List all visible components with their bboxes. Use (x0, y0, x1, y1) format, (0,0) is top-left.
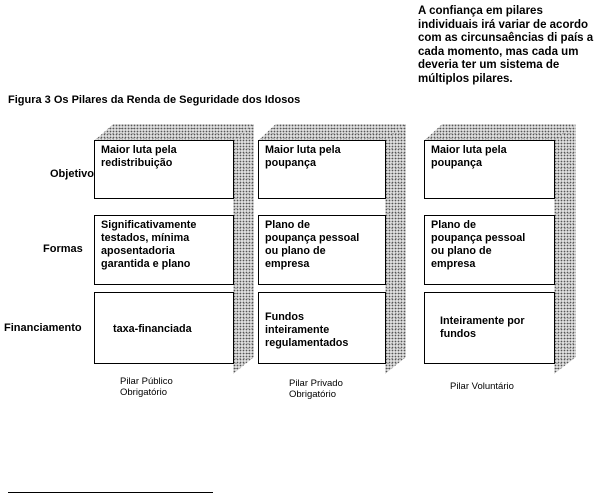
pillar-top-face (258, 124, 406, 141)
figure-title: Figura 3 Os Pilares da Renda de Segurida… (8, 94, 301, 106)
cell-financiamento: taxa-financiada (94, 292, 234, 364)
cell-forma: Plano de poupança pessoal ou plano de em… (258, 215, 386, 285)
pillar-name: Pilar Voluntário (450, 381, 514, 392)
pillar-name: Pilar Privado Obrigatório (289, 378, 343, 400)
pillar-name: Pilar Público Obrigatório (120, 376, 173, 398)
cell-objetivo: Maior luta pela poupança (424, 140, 555, 199)
cell-forma: Plano de poupança pessoal ou plano de em… (424, 215, 555, 285)
row-label-formas: Formas (43, 243, 83, 255)
pillar-top-face (424, 124, 576, 141)
cell-objetivo: Maior luta pela poupança (258, 140, 386, 199)
cell-financiamento: Fundos inteiramente regulamentados (258, 292, 386, 364)
row-label-financiamento: Financiamento (4, 322, 82, 334)
pillar-side-face (385, 124, 406, 374)
cell-financiamento: Inteiramente por fundos (424, 292, 555, 364)
pillar-side-face (554, 124, 576, 374)
pillar-top-face (94, 124, 254, 141)
cell-objetivo: Maior luta pela redistribuição (94, 140, 234, 199)
row-label-objetivos: Objetivos (50, 168, 101, 180)
cell-forma: Significativamente testados, mínima apos… (94, 215, 234, 285)
side-note: A confiança em pilares individuais irá v… (418, 5, 594, 85)
pillar-side-face (233, 124, 254, 374)
footnote-divider (8, 492, 213, 493)
